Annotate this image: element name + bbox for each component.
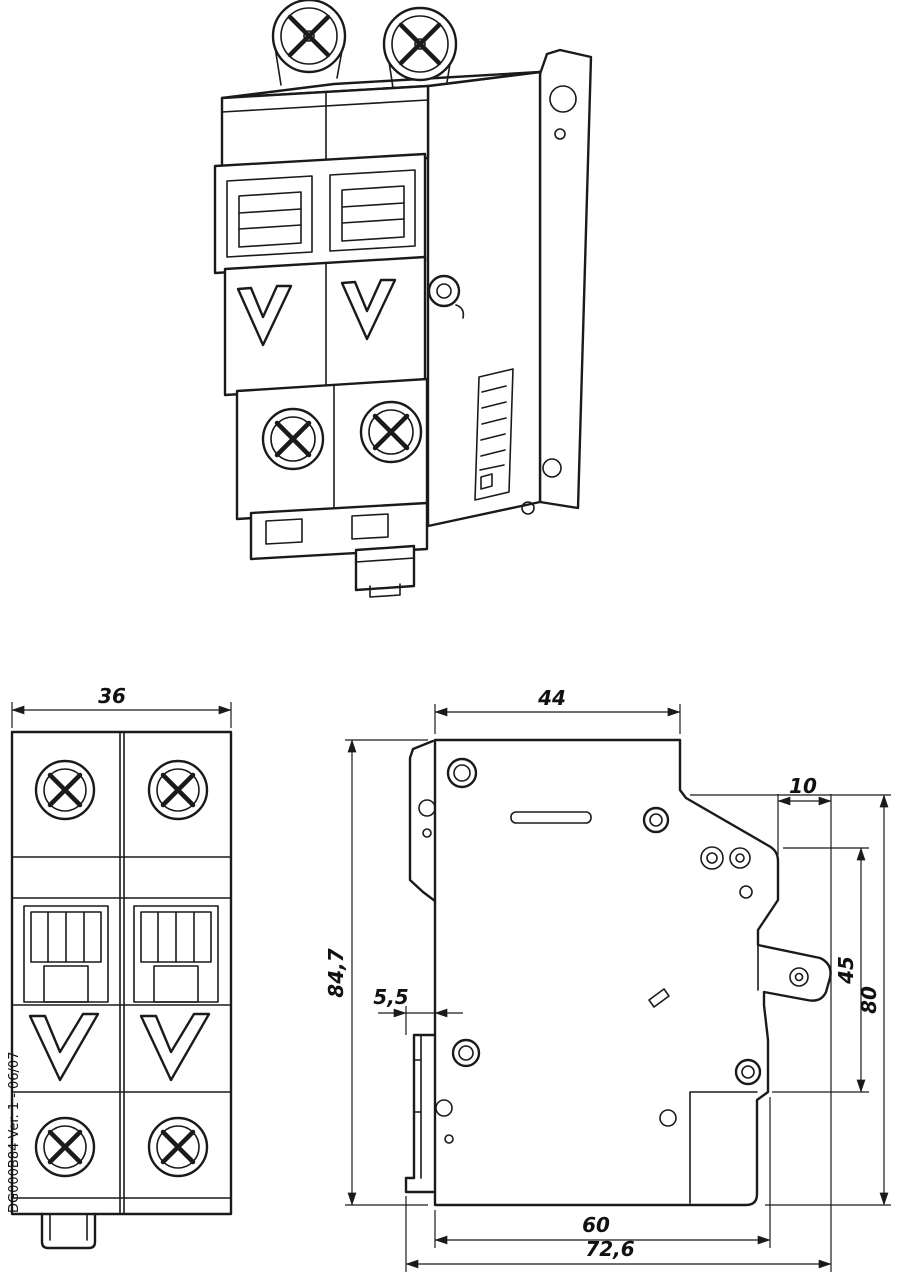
front-screw-bottom-left bbox=[34, 1116, 96, 1178]
front-screw-bottom-right bbox=[147, 1116, 209, 1178]
side-rivet bbox=[427, 274, 461, 308]
phillips-cross-icon bbox=[47, 772, 83, 808]
phillips-cross-icon bbox=[287, 14, 331, 58]
terminal-screw-top-left bbox=[271, 0, 347, 86]
side-panel bbox=[426, 70, 542, 528]
dim-front-width-label: 36 bbox=[98, 684, 126, 708]
top-terminal-block bbox=[220, 84, 430, 172]
upper-rail-hook bbox=[408, 739, 437, 903]
toggle-lever-1 bbox=[238, 191, 302, 248]
dim-handle-protrusion-label: 10 bbox=[789, 774, 817, 798]
angled-slot bbox=[648, 988, 670, 1008]
din-foot bbox=[40, 1212, 97, 1250]
toggle-lever-2 bbox=[341, 185, 405, 242]
phillips-cross-icon bbox=[160, 772, 196, 808]
dimension-front-width: 36 bbox=[11, 684, 232, 728]
flange-hole-bottom bbox=[542, 458, 562, 478]
flange-hole-top bbox=[549, 85, 577, 113]
dim-front-height-label: 80 bbox=[857, 986, 881, 1014]
phillips-cross-icon bbox=[47, 1129, 83, 1165]
din-clip-side bbox=[404, 1033, 437, 1194]
dim-base-depth-label: 60 bbox=[582, 1213, 610, 1237]
pole-divider bbox=[119, 731, 125, 1215]
front-screw-top-right bbox=[147, 759, 209, 821]
arrow-marking-1 bbox=[28, 1012, 100, 1082]
phillips-cross-icon bbox=[398, 22, 442, 66]
dim-top-depth-label: 44 bbox=[537, 686, 566, 710]
front-toggle-1 bbox=[23, 905, 109, 1003]
dim-rail-clip-offset-label: 5,5 bbox=[373, 985, 408, 1009]
label-plate bbox=[474, 368, 514, 501]
terminal-screw-bottom-right bbox=[359, 400, 423, 464]
front-view: 36 bbox=[10, 684, 233, 1250]
dim-overall-height-label: 84,7 bbox=[324, 948, 348, 997]
isometric-view bbox=[213, 0, 593, 598]
dimension-inner-height: 45 bbox=[772, 847, 869, 1093]
din-clip bbox=[354, 544, 416, 598]
bottom-terminal-block bbox=[235, 377, 429, 521]
side-view: 44 10 84,7 5,5 45 bbox=[324, 686, 891, 1272]
dim-inner-height-label: 45 bbox=[834, 956, 858, 985]
dimension-front-height: 80 bbox=[690, 794, 891, 1206]
dimension-overall-height: 84,7 bbox=[324, 739, 428, 1206]
dim-overall-depth-label: 72,6 bbox=[585, 1237, 634, 1261]
phillips-cross-icon bbox=[160, 1129, 196, 1165]
flange-hole-small bbox=[554, 128, 566, 140]
arrow-marking-2 bbox=[139, 1012, 211, 1082]
dimension-base-depth: 60 bbox=[434, 1097, 771, 1248]
terminal-screw-top-right bbox=[382, 6, 458, 89]
side-outline bbox=[433, 738, 832, 1207]
phillips-cross-icon bbox=[372, 413, 410, 451]
arrow-marking-2 bbox=[340, 278, 397, 341]
side-details bbox=[435, 757, 762, 1144]
bottom-step bbox=[689, 1091, 758, 1204]
toggle-lever-side bbox=[757, 944, 809, 991]
dimension-handle-protrusion: 10 bbox=[777, 774, 832, 1272]
dimension-overall-depth: 72,6 bbox=[405, 1196, 832, 1272]
phillips-cross-icon bbox=[274, 420, 312, 458]
doc-code-text: DG000B84 Ver. 1 - 06/07 bbox=[7, 1052, 22, 1213]
middle-body bbox=[223, 255, 427, 397]
arrow-marking-1 bbox=[236, 284, 293, 347]
dimension-rail-clip-offset: 5,5 bbox=[373, 985, 463, 1035]
bottom-strip bbox=[249, 501, 429, 561]
toggle-frame bbox=[213, 152, 427, 275]
dimension-top-depth: 44 bbox=[434, 686, 681, 734]
front-screw-top-left bbox=[34, 759, 96, 821]
vent-slot bbox=[510, 811, 592, 824]
terminal-screw-bottom-left bbox=[261, 407, 325, 471]
rear-flange bbox=[538, 48, 593, 510]
front-toggle-2 bbox=[133, 905, 219, 1003]
